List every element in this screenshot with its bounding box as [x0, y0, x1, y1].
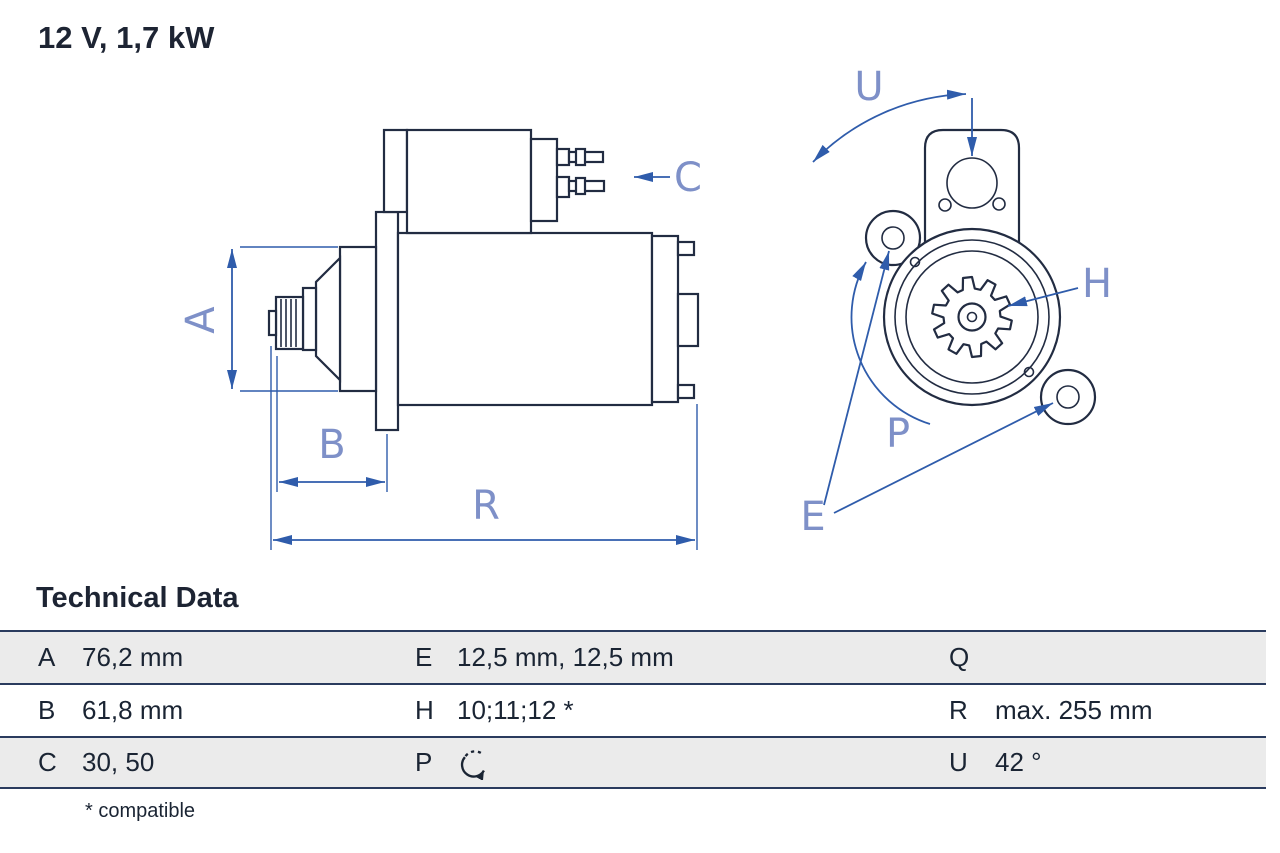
dimension-label-h: H	[1082, 261, 1112, 307]
terminal-lower	[555, 175, 571, 199]
dimension-label-c: C	[674, 155, 702, 201]
dimension-label-u: U	[854, 64, 883, 110]
shaft-tip	[267, 309, 278, 337]
spec-key-b: B	[38, 695, 56, 725]
spec-key-q: Q	[949, 642, 970, 672]
compatibility-footnote: * compatible	[85, 800, 196, 822]
technical-data-title: Technical Data	[36, 582, 239, 614]
solenoid-cap	[529, 137, 559, 223]
spec-value-b: 61,8 mm	[82, 695, 184, 725]
solenoid-bracket	[382, 128, 409, 214]
end-tab-top	[676, 240, 696, 257]
spec-value-r: max. 255 mm	[995, 695, 1153, 725]
technical-data-table: A 76,2 mm E 12,5 mm, 12,5 mm Q B 61,8 mm…	[0, 630, 1266, 789]
ear-hole-top	[946, 157, 998, 209]
solenoid-body	[405, 128, 533, 235]
spec-value-u: 42 °	[995, 747, 1042, 777]
rotation-arc-p	[850, 261, 931, 425]
terminal-nut-lower	[574, 176, 587, 196]
terminal-stud-lower	[567, 179, 606, 193]
table-row: C 30, 50 P U 42 °	[0, 736, 1266, 789]
side-view	[267, 128, 700, 432]
spec-key-h: H	[415, 695, 434, 725]
leader-line-h	[1007, 287, 1079, 307]
spec-value-q	[993, 632, 1266, 683]
spec-key-p: P	[415, 747, 433, 777]
spec-key-u: U	[949, 747, 968, 777]
flange-pin-hole-left	[909, 256, 921, 268]
rotation-direction-cell	[453, 738, 943, 787]
rotation-direction-icon	[460, 749, 485, 780]
nose-cone	[314, 255, 342, 383]
table-row: A 76,2 mm E 12,5 mm, 12,5 mm Q	[0, 630, 1266, 683]
front-view-dimensions: U H P E	[800, 64, 1112, 540]
spec-key-e: E	[415, 642, 433, 672]
gear-hub	[957, 302, 987, 332]
starter-motor-diagram: A B R C	[178, 64, 1112, 550]
terminal-upper	[555, 147, 571, 167]
pinion-collar	[301, 286, 318, 352]
dimension-label-r: R	[472, 483, 500, 529]
nose-flange	[338, 245, 378, 393]
drive-end-flange	[374, 210, 400, 432]
dimension-label-a: A	[178, 306, 224, 334]
front-view	[864, 128, 1097, 426]
flange-pin-hole-right	[1023, 366, 1035, 378]
terminal-nut-upper	[574, 147, 587, 167]
table-row: B 61,8 mm H 10;11;12 * R max. 255 mm	[0, 683, 1266, 736]
gear-center-hole	[966, 311, 978, 323]
spec-value-c: 30, 50	[82, 747, 155, 777]
spec-value-a: 76,2 mm	[82, 642, 184, 672]
ear-hole-left	[881, 226, 905, 250]
mounting-ear-bottom-right	[1039, 368, 1097, 426]
power-rating-label: 12 V, 1,7 kW	[38, 20, 215, 55]
end-bracket	[650, 234, 680, 404]
spec-value-e: 12,5 mm, 12,5 mm	[457, 642, 674, 672]
end-tab-bottom	[676, 383, 696, 400]
spec-key-c: C	[38, 747, 57, 777]
angle-arc-u	[812, 89, 967, 163]
dimension-label-p: P	[886, 411, 910, 457]
motor-body	[396, 231, 654, 407]
spec-value-h: 10;11;12 *	[457, 695, 574, 725]
leader-line-e2	[833, 402, 1054, 514]
side-view-dimensions: A B R C	[178, 155, 702, 550]
dimension-label-b: B	[318, 422, 345, 468]
pinion	[274, 295, 305, 351]
leader-line-e1	[823, 250, 890, 506]
ear-hole-bottom-right	[1056, 385, 1080, 409]
spec-key-r: R	[949, 695, 968, 725]
end-terminal-block	[676, 292, 700, 348]
dimension-label-e: E	[800, 494, 825, 540]
spec-key-a: A	[38, 642, 56, 672]
